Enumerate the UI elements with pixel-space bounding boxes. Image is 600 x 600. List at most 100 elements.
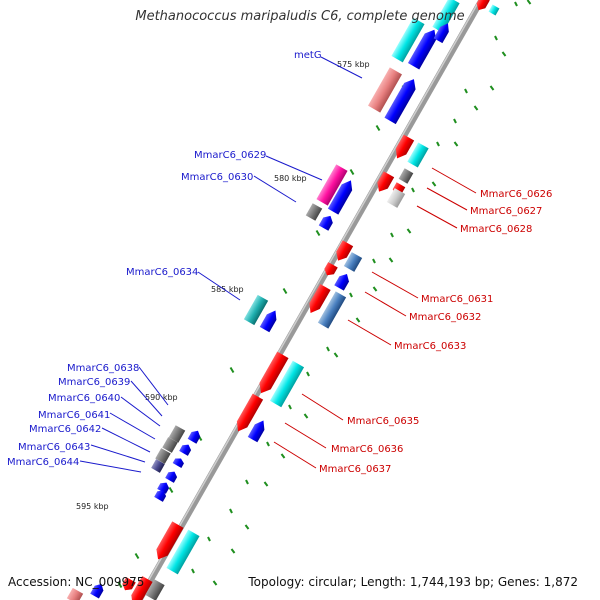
gene-features bbox=[66, 0, 500, 600]
ruler-tick bbox=[229, 508, 233, 514]
gene-label-MmarC6-0629[interactable]: MmarC6_0629 bbox=[194, 150, 266, 161]
gene-feature[interactable] bbox=[127, 575, 153, 600]
gene-feature[interactable] bbox=[432, 0, 460, 33]
gene-feature[interactable] bbox=[322, 262, 338, 278]
gene-feature[interactable] bbox=[316, 164, 348, 206]
gene-feature[interactable] bbox=[433, 21, 453, 44]
gene-feature[interactable] bbox=[368, 67, 402, 113]
ruler-tick bbox=[489, 85, 495, 91]
genome-title: Methanococcus maripaludis C6, complete g… bbox=[135, 9, 465, 24]
leader-lines-left bbox=[79, 56, 363, 473]
ruler-tick bbox=[191, 568, 195, 574]
gene-label-MmarC6-0643[interactable]: MmarC6_0643 bbox=[18, 442, 90, 453]
gene-feature[interactable] bbox=[165, 469, 179, 483]
gene-feature[interactable] bbox=[305, 203, 323, 221]
gene-feature[interactable] bbox=[391, 17, 425, 63]
gene-feature[interactable] bbox=[152, 521, 184, 562]
gene-label-MmarC6-0644[interactable]: MmarC6_0644 bbox=[7, 457, 79, 468]
gene-feature[interactable] bbox=[305, 283, 331, 316]
ruler-tick bbox=[349, 168, 355, 176]
gene-feature[interactable] bbox=[157, 480, 171, 494]
ruler-tick bbox=[266, 441, 270, 447]
ruler-label-595: 595 kbp bbox=[76, 502, 109, 511]
gene-feature[interactable] bbox=[334, 271, 351, 291]
gene-feature[interactable] bbox=[187, 428, 203, 444]
gene-label-MmarC6-0634[interactable]: MmarC6_0634 bbox=[126, 267, 198, 278]
gene-feature[interactable] bbox=[168, 425, 186, 443]
ruler-tick bbox=[280, 453, 286, 459]
gene-feature[interactable] bbox=[120, 577, 136, 593]
gene-feature[interactable] bbox=[90, 581, 106, 599]
gene-feature[interactable] bbox=[318, 213, 335, 231]
gene-feature[interactable] bbox=[66, 587, 84, 600]
gene-labels-left: metG MmarC6_0629 MmarC6_0630 MmarC6_0634… bbox=[7, 50, 322, 468]
gene-feature[interactable] bbox=[172, 456, 186, 468]
gene-feature[interactable] bbox=[392, 134, 415, 162]
gene-label-MmarC6-0637[interactable]: MmarC6_0637 bbox=[319, 464, 391, 475]
ruler-tick bbox=[494, 35, 498, 41]
genome-summary-text: Topology: circular; Length: 1,744,193 bp… bbox=[248, 575, 578, 589]
gene-label-MmarC6-0632[interactable]: MmarC6_0632 bbox=[409, 312, 481, 323]
gene-feature[interactable] bbox=[243, 294, 269, 326]
ruler-tick bbox=[406, 228, 412, 234]
ruler-tick bbox=[207, 536, 211, 542]
gene-label-MmarC6-0627[interactable]: MmarC6_0627 bbox=[470, 206, 542, 217]
ruler-tick bbox=[349, 292, 353, 298]
ruler-ticks-right bbox=[191, 0, 532, 586]
gene-feature[interactable] bbox=[155, 448, 171, 464]
ruler-tick bbox=[168, 486, 174, 494]
gene-feature[interactable] bbox=[343, 252, 363, 272]
ruler-tick bbox=[282, 287, 288, 295]
gene-label-MmarC6-0628[interactable]: MmarC6_0628 bbox=[460, 224, 532, 235]
ruler-tick bbox=[288, 404, 292, 410]
gene-feature[interactable] bbox=[247, 418, 268, 443]
ruler-tick bbox=[245, 479, 249, 485]
ruler-tick bbox=[411, 187, 415, 193]
ruler-tick bbox=[526, 0, 532, 5]
gene-feature[interactable] bbox=[255, 351, 289, 397]
gene-feature[interactable] bbox=[474, 0, 490, 13]
ruler-tick bbox=[263, 481, 269, 487]
gene-feature[interactable] bbox=[386, 188, 406, 208]
gene-feature[interactable] bbox=[374, 171, 395, 194]
gene-label-MmarC6-0630[interactable]: MmarC6_0630 bbox=[181, 172, 253, 183]
gene-feature[interactable] bbox=[488, 4, 500, 16]
gene-feature[interactable] bbox=[259, 308, 280, 333]
gene-label-MmarC6-0641[interactable]: MmarC6_0641 bbox=[38, 410, 110, 421]
ruler-tick bbox=[230, 548, 236, 554]
gene-label-MmarC6-0638[interactable]: MmarC6_0638 bbox=[67, 363, 139, 374]
gene-feature[interactable] bbox=[407, 27, 440, 70]
gene-feature[interactable] bbox=[162, 437, 178, 453]
gene-feature[interactable] bbox=[154, 488, 168, 502]
gene-label-MmarC6-0633[interactable]: MmarC6_0633 bbox=[394, 341, 466, 352]
gene-label-MmarC6-0626[interactable]: MmarC6_0626 bbox=[480, 189, 552, 200]
ruler-tick bbox=[117, 581, 123, 589]
gene-label-MmarC6-0636[interactable]: MmarC6_0636 bbox=[331, 444, 403, 455]
gene-label-MmarC6-0631[interactable]: MmarC6_0631 bbox=[421, 294, 493, 305]
gene-feature[interactable] bbox=[333, 240, 354, 263]
ruler-tick bbox=[229, 366, 235, 374]
ruler-tick bbox=[303, 413, 309, 419]
gene-feature[interactable] bbox=[407, 142, 429, 168]
ruler-tick bbox=[453, 141, 459, 147]
gene-feature[interactable] bbox=[179, 442, 193, 456]
gene-label-MmarC6-0639[interactable]: MmarC6_0639 bbox=[58, 377, 130, 388]
ruler-tick bbox=[514, 1, 518, 7]
genome-backbone-highlight bbox=[136, 0, 481, 600]
gene-feature[interactable] bbox=[233, 393, 264, 435]
gene-feature[interactable] bbox=[327, 177, 356, 215]
gene-feature[interactable] bbox=[166, 529, 200, 575]
gene-feature[interactable] bbox=[317, 291, 347, 329]
gene-feature[interactable] bbox=[151, 459, 165, 473]
gene-label-MmarC6-0642[interactable]: MmarC6_0642 bbox=[29, 424, 101, 435]
gene-feature[interactable] bbox=[145, 579, 165, 600]
gene-label-metG[interactable]: metG bbox=[294, 50, 322, 61]
gene-label-MmarC6-0640[interactable]: MmarC6_0640 bbox=[48, 393, 120, 404]
ruler-tick bbox=[134, 552, 140, 560]
gene-feature[interactable] bbox=[398, 168, 414, 184]
gene-feature[interactable] bbox=[269, 360, 305, 408]
gene-label-MmarC6-0635[interactable]: MmarC6_0635 bbox=[347, 416, 419, 427]
gene-feature[interactable] bbox=[384, 76, 419, 125]
ruler-tick bbox=[326, 346, 330, 352]
